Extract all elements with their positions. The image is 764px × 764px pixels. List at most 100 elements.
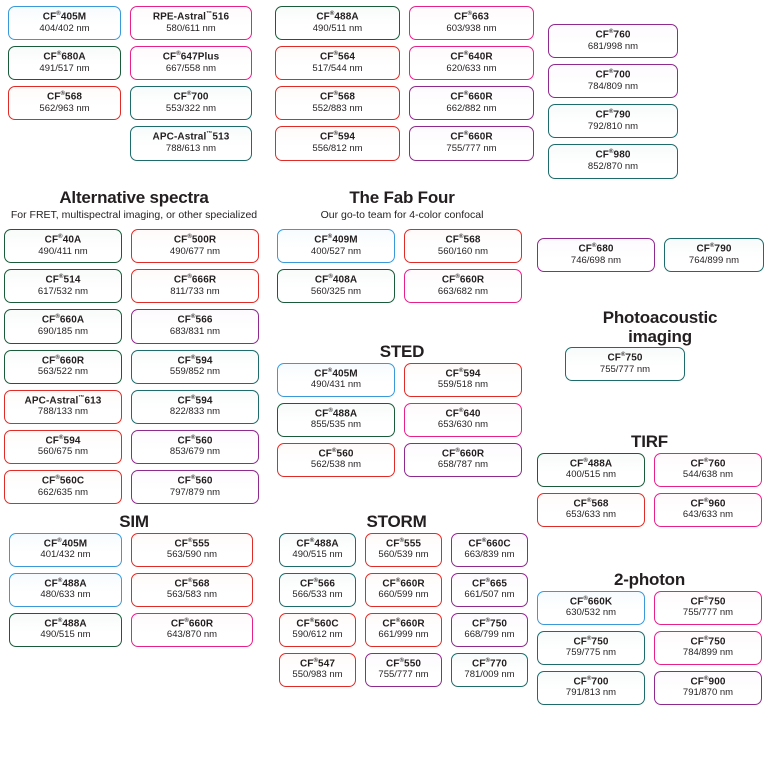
dye-spectra: 490/515 nm bbox=[292, 549, 343, 561]
dye-name: CF®660R bbox=[450, 91, 493, 103]
dye-spectra: 797/879 nm bbox=[169, 486, 221, 498]
dye-name: CF®640R bbox=[450, 51, 493, 63]
dye-name: CF®568 bbox=[174, 577, 210, 590]
dye-spectra: 560/539 nm bbox=[378, 549, 429, 561]
section-title: SIM bbox=[119, 512, 149, 531]
dye-name: CF®980 bbox=[595, 149, 631, 161]
dye-spectra: 559/518 nm bbox=[437, 379, 489, 391]
dye-name: CF®560C bbox=[296, 617, 339, 630]
dye-spectra: 755/777 nm bbox=[378, 669, 429, 681]
dye-spectra: 490/431 nm bbox=[310, 379, 362, 391]
dye-spectra: 517/544 nm bbox=[312, 62, 363, 74]
dye-name: CF®663 bbox=[453, 11, 490, 23]
dye-spectra: 755/777 nm bbox=[682, 607, 734, 619]
dye-name: CF®408A bbox=[314, 274, 358, 286]
dye-spectra: 653/633 nm bbox=[565, 509, 617, 521]
dye-spectra: 784/809 nm bbox=[587, 80, 639, 92]
dye-name: CF®760 bbox=[595, 29, 631, 41]
dye-name: CF®488A bbox=[44, 577, 87, 590]
dye-spectra: 792/810 nm bbox=[587, 120, 639, 132]
